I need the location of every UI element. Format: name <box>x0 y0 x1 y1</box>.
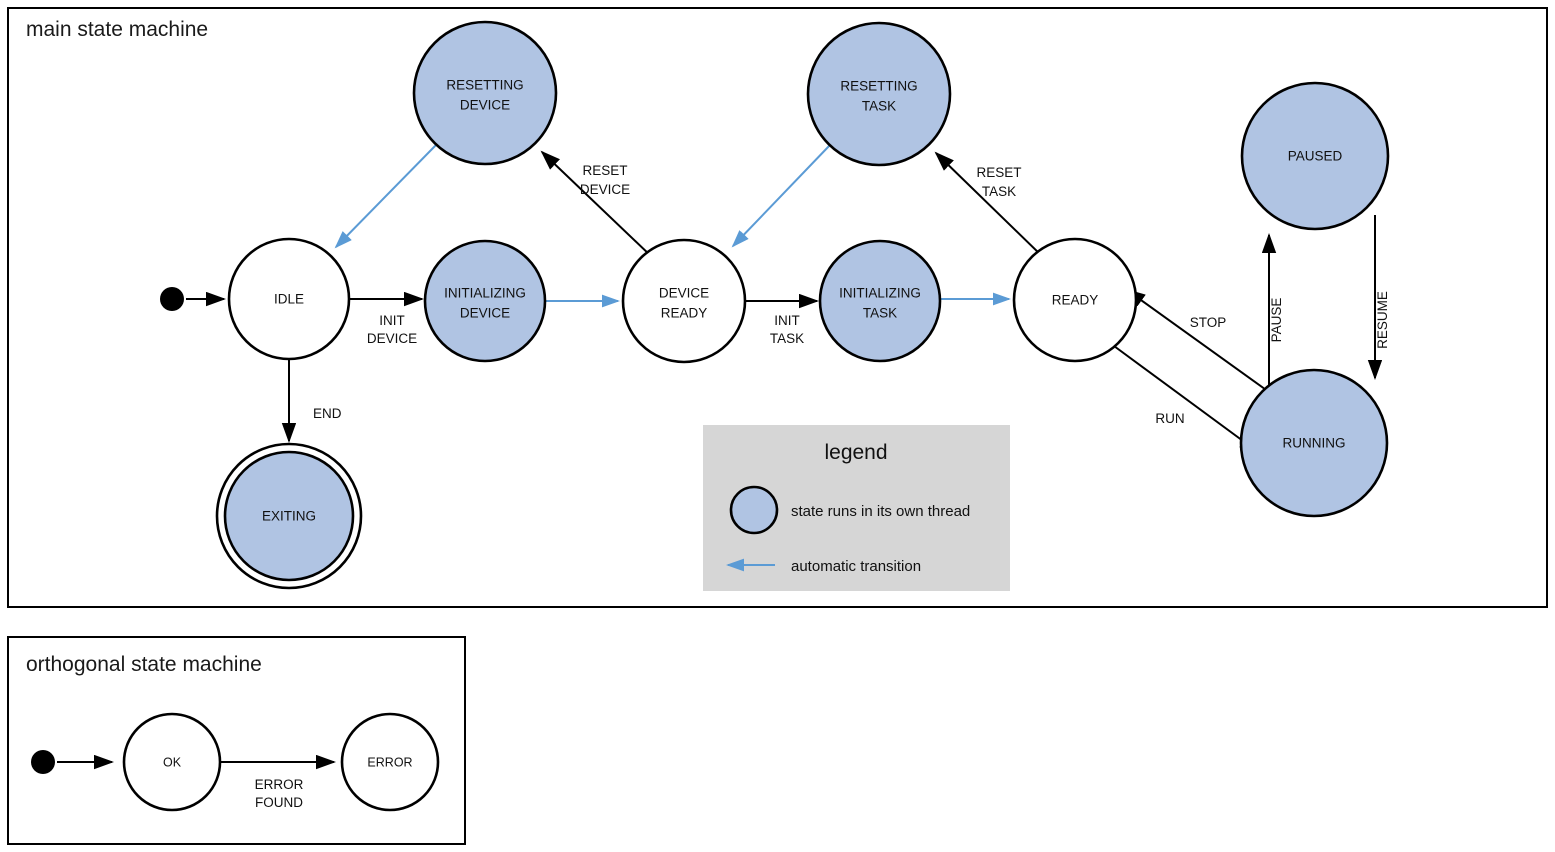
transition-running-pause-paused[interactable]: PAUSE <box>1261 233 1284 393</box>
transition-ready-reset-task[interactable]: RESET TASK <box>934 151 1044 258</box>
orthogonal-transitions-layer: ERROR FOUND <box>57 754 336 810</box>
transition-ready-run-line <box>1113 345 1260 454</box>
state-paused[interactable]: PAUSED <box>1240 81 1390 231</box>
transition-label-init-task-1: INIT <box>774 313 800 328</box>
state-paused-label: PAUSED <box>1288 149 1343 164</box>
legend-threaded-state-text: state runs in its own thread <box>791 503 970 520</box>
state-resetting-device-label-1: RESETTING <box>446 78 523 93</box>
main-transitions-layer: INIT DEVICE END RESET DEVICE <box>186 144 1390 454</box>
state-device-ready-label-1: DEVICE <box>659 286 709 301</box>
main-frame-title: main state machine <box>26 18 208 41</box>
state-resetting-device[interactable]: RESETTING DEVICE <box>412 20 558 166</box>
transition-deviceready-reset-device-line <box>540 150 653 258</box>
state-device-ready-label-2: READY <box>661 306 708 321</box>
state-resetting-task-label-1: RESETTING <box>840 79 917 94</box>
state-resetting-device-label-2: DEVICE <box>460 98 510 113</box>
orthogonal-states-layer: OK ERROR <box>31 712 440 812</box>
transition-ready-reset-task-line <box>934 151 1044 258</box>
state-error[interactable]: ERROR <box>340 712 440 812</box>
state-ready-shape <box>1012 237 1138 363</box>
transition-label-reset-task-1: RESET <box>976 165 1021 180</box>
state-exiting-shape <box>223 450 355 582</box>
state-initializing-task[interactable]: INITIALIZING TASK <box>818 239 942 363</box>
state-initializing-device-shape <box>423 239 547 363</box>
state-paused-shape <box>1240 81 1390 231</box>
state-exiting[interactable]: EXITING <box>215 442 363 590</box>
transition-label-reset: RESET <box>582 163 627 178</box>
transition-label-init: INIT <box>379 313 405 328</box>
state-resetting-task-shape <box>806 21 952 167</box>
state-device-ready-shape <box>621 238 747 364</box>
transition-label-init-task-2: TASK <box>770 331 804 346</box>
state-ready-label: READY <box>1052 293 1099 308</box>
legend-threaded-state-icon <box>729 485 779 535</box>
transition-label-found: FOUND <box>255 795 303 810</box>
transition-label-reset-task-2: TASK <box>982 184 1016 199</box>
transition-resetdev-idle-line <box>334 144 437 249</box>
transition-ok-error[interactable]: ERROR FOUND <box>220 754 336 810</box>
state-device-ready[interactable]: DEVICE READY <box>621 238 747 364</box>
state-ok[interactable]: OK <box>122 712 222 812</box>
transition-ready-run-running[interactable]: RUN <box>1113 345 1260 454</box>
transition-paused-resume-running[interactable]: RESUME <box>1367 215 1390 380</box>
state-ready[interactable]: READY <box>1012 237 1138 363</box>
transition-running-stop-line <box>1125 288 1270 393</box>
state-initializing-task-shape <box>818 239 942 363</box>
transition-label-error: ERROR <box>255 777 304 792</box>
state-initializing-task-label-2: TASK <box>863 306 897 321</box>
transition-deviceready-init-task[interactable]: INIT TASK <box>745 293 819 346</box>
transition-label-reset-device: DEVICE <box>580 182 630 197</box>
state-resetting-task[interactable]: RESETTING TASK <box>806 21 952 167</box>
transition-label-end: END <box>313 406 342 421</box>
initial-state-marker <box>160 287 184 311</box>
state-running-shape <box>1239 368 1389 518</box>
state-idle-label: IDLE <box>274 292 304 307</box>
state-exiting-label: EXITING <box>262 509 316 524</box>
transition-deviceready-reset-device[interactable]: RESET DEVICE <box>540 150 653 258</box>
state-initializing-task-label-1: INITIALIZING <box>839 286 921 301</box>
legend-auto-transition-text: automatic transition <box>791 558 921 575</box>
transition-resettask-deviceready-line <box>731 144 831 248</box>
transition-running-stop-ready[interactable]: STOP <box>1125 288 1270 393</box>
state-error-label: ERROR <box>367 755 412 769</box>
transition-label-device: DEVICE <box>367 331 417 346</box>
state-running[interactable]: RUNNING <box>1239 368 1389 518</box>
state-resetting-device-shape <box>412 20 558 166</box>
transition-label-pause: PAUSE <box>1269 298 1284 343</box>
transition-resetdev-idle[interactable] <box>334 144 437 249</box>
legend-title: legend <box>824 441 887 464</box>
transition-label-run: RUN <box>1155 411 1184 426</box>
legend-item-auto-transition: automatic transition <box>726 558 921 575</box>
transition-idle-end-exiting[interactable]: END <box>281 360 342 443</box>
state-idle-shape <box>227 237 351 361</box>
state-running-label: RUNNING <box>1283 436 1346 451</box>
orthogonal-initial-state-marker <box>31 750 55 774</box>
state-initializing-device[interactable]: INITIALIZING DEVICE <box>423 239 547 363</box>
state-resetting-task-label-2: TASK <box>862 99 896 114</box>
state-error-shape <box>340 712 440 812</box>
transition-label-resume: RESUME <box>1375 291 1390 349</box>
state-ok-label: OK <box>163 755 182 769</box>
state-initializing-device-label-2: DEVICE <box>460 306 510 321</box>
transition-label-stop: STOP <box>1190 315 1227 330</box>
orthogonal-frame-title: orthogonal state machine <box>26 653 262 676</box>
transition-idle-init-device[interactable]: INIT DEVICE <box>349 291 424 346</box>
state-initializing-device-label-1: INITIALIZING <box>444 286 526 301</box>
legend: legend state runs in its own thread auto… <box>703 425 1010 591</box>
state-ok-shape <box>122 712 222 812</box>
state-idle[interactable]: IDLE <box>227 237 351 361</box>
legend-item-threaded-state: state runs in its own thread <box>729 485 970 535</box>
main-states-layer: IDLE RESETTING DEVICE INITIALIZING DEVIC… <box>160 20 1390 590</box>
transition-resettask-deviceready[interactable] <box>731 144 831 248</box>
